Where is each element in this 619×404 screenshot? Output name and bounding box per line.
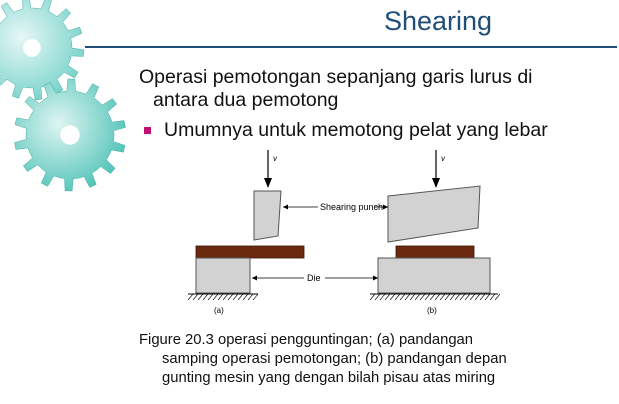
view-label-b: (b) [427, 306, 437, 315]
slide-title: Shearing [383, 6, 493, 36]
die-right [377, 257, 491, 294]
velocity-arrowhead-right [432, 178, 440, 188]
view-label-a: (a) [214, 306, 224, 315]
bullet-text: Umumnya untuk memotong pelat yang lebar [164, 119, 548, 141]
caption-line-3: gunting mesin yang dengan bilah pisau at… [162, 370, 496, 386]
paragraph: Operasi pemotongan sepanjang garis lurus… [139, 66, 609, 112]
velocity-label-left: v [273, 154, 278, 163]
velocity-label-right: v [441, 154, 446, 163]
sheet-metal-right [395, 245, 475, 259]
ground-hatch-right [369, 293, 501, 301]
sheet-metal-left [195, 245, 305, 259]
caption-line-1: Figure 20.3 operasi pengguntingan; (a) p… [139, 332, 474, 348]
ground-hatch-left [187, 293, 259, 301]
punch-front-view [387, 185, 481, 243]
die-pointer-left-head [252, 275, 257, 281]
punch-side-view [253, 190, 282, 241]
paragraph-line-2: antara dua pemotong [153, 89, 339, 111]
punch-pointer-right-head [383, 204, 388, 210]
gear-icon [0, 0, 85, 101]
shearing-diagram: v v Shearing punch Die (a) (b) [187, 150, 501, 315]
die-pointer-right-head [373, 275, 378, 281]
velocity-arrowhead-left [264, 178, 272, 188]
paragraph-line-1: Operasi pemotongan sepanjang garis lurus… [139, 66, 533, 88]
caption-line-2: samping operasi pemotongan; (b) pandanga… [162, 351, 507, 367]
shearing-punch-label: Shearing punch [320, 202, 383, 212]
figure-caption: Figure 20.3 operasi pengguntingan; (a) p… [139, 331, 609, 388]
gear-icon [14, 78, 126, 192]
punch-pointer-left-head [283, 204, 288, 210]
title-underline [85, 46, 617, 48]
die-left [195, 257, 251, 294]
bullet-marker [144, 127, 151, 134]
die-label: Die [307, 273, 321, 283]
gears-decoration [0, 0, 126, 192]
